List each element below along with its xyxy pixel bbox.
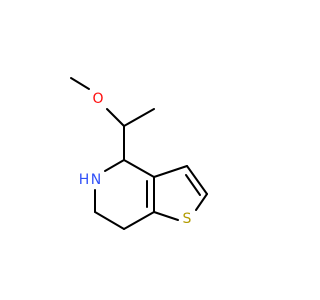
bond-c2-sulfur <box>195 193 208 211</box>
bond-c3-c2 <box>186 165 208 195</box>
bond-methyl-oxygen <box>70 77 90 90</box>
bond-oxygen-ch <box>106 108 125 127</box>
nitrogen-label: N <box>91 172 101 188</box>
bond-sulfur-c7a <box>153 211 179 221</box>
bond-c3-c2-inner <box>185 174 201 196</box>
bond-c4-nitrogen <box>104 159 125 172</box>
structure-canvas: O H N S <box>70 77 208 230</box>
bond-c6-c7 <box>94 211 125 230</box>
bond-c3a-c3 <box>153 165 188 178</box>
bond-c3a-c4 <box>123 159 155 178</box>
oxygen-label: O <box>92 91 103 107</box>
bond-c7-c7a <box>123 211 155 230</box>
nitrogen-h-label: H <box>79 172 90 188</box>
sulfur-label: S <box>183 211 192 227</box>
bond-ch-methyl <box>123 108 155 127</box>
molecule-structure: O H N S <box>70 77 208 230</box>
